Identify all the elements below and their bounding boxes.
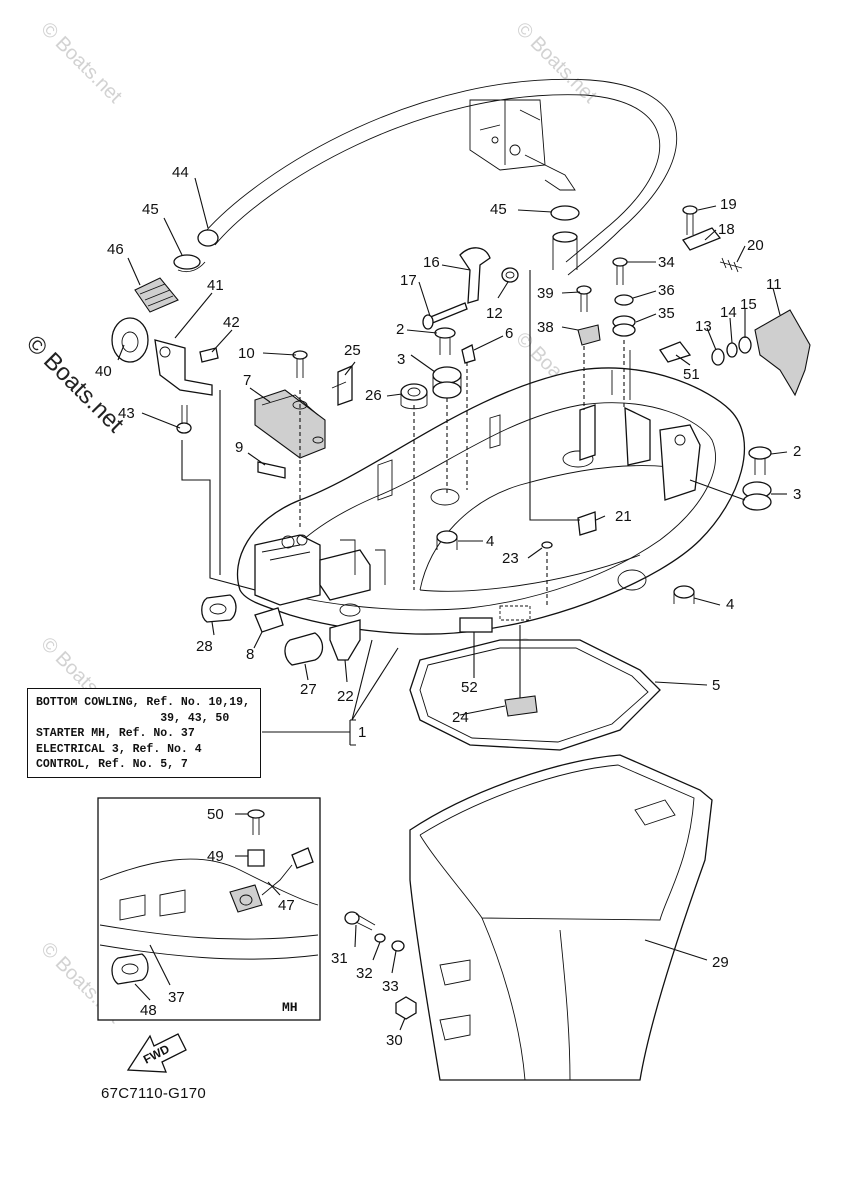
callout-52: 52	[461, 679, 478, 696]
callout-35: 35	[658, 305, 675, 322]
callout-22: 22	[337, 688, 354, 705]
callout-38: 38	[537, 319, 554, 336]
callout-47: 47	[278, 897, 295, 914]
inset-label: MH	[282, 1000, 298, 1015]
parts-top-left	[111, 254, 353, 479]
callout-45b: 45	[490, 201, 507, 218]
bottom-cowling	[236, 350, 746, 635]
inset-mh	[97, 797, 321, 1021]
callout-23: 23	[502, 550, 519, 567]
callout-45: 45	[142, 201, 159, 218]
note-line: CONTROL, Ref. No. 5, 7	[36, 758, 188, 771]
callout-2: 2	[396, 321, 404, 338]
callout-31: 31	[331, 950, 348, 967]
callout-28: 28	[196, 638, 213, 655]
seal-and-pad	[409, 639, 661, 751]
callout-39: 39	[537, 285, 554, 302]
callout-40: 40	[95, 363, 112, 380]
callout-18: 18	[718, 221, 735, 238]
note-line: 39, 43, 50	[36, 711, 230, 725]
fwd-arrow: FWD	[126, 1033, 187, 1073]
callout-36: 36	[658, 282, 675, 299]
callout-17: 17	[400, 272, 417, 289]
note-line: ELECTRICAL 3, Ref. No. 4	[36, 742, 202, 756]
callout-37: 37	[168, 989, 185, 1006]
drawing-code: 67C7110-G170	[101, 1085, 207, 1102]
callout-20: 20	[747, 237, 764, 254]
callout-10: 10	[238, 345, 255, 362]
callout-32: 32	[356, 965, 373, 982]
callout-2b: 2	[793, 443, 801, 460]
callout-25: 25	[344, 342, 361, 359]
callout-24: 24	[452, 709, 469, 726]
callout-33: 33	[382, 978, 399, 995]
callout-46: 46	[107, 241, 124, 258]
parts-lower-left	[201, 594, 361, 666]
callout-48: 48	[140, 1002, 157, 1019]
callout-12: 12	[486, 305, 503, 322]
callout-5: 5	[712, 677, 720, 694]
callout-34: 34	[658, 254, 675, 271]
callout-3: 3	[397, 351, 405, 368]
callout-13: 13	[695, 318, 712, 335]
callout-50: 50	[207, 806, 224, 823]
parts-top-center	[400, 205, 811, 604]
callout-6: 6	[505, 325, 513, 342]
lower-cowling	[409, 754, 713, 1081]
callout-44: 44	[172, 164, 189, 181]
callout-49: 49	[207, 848, 224, 865]
callout-51: 51	[683, 366, 700, 383]
watermark-text: © Boats.net	[36, 18, 126, 108]
callout-21: 21	[615, 508, 632, 525]
callout-30: 30	[386, 1032, 403, 1049]
callout-42: 42	[223, 314, 240, 331]
callout-4b: 4	[726, 596, 734, 613]
callout-9: 9	[235, 439, 243, 456]
callout-29: 29	[712, 954, 729, 971]
callout-3b: 3	[793, 486, 801, 503]
callout-15: 15	[740, 296, 757, 313]
callout-8: 8	[246, 646, 254, 663]
callout-7: 7	[243, 372, 251, 389]
note-line: STARTER MH, Ref. No. 37	[36, 727, 195, 740]
callout-11: 11	[766, 276, 782, 293]
callout-26: 26	[365, 387, 382, 404]
parts-lower-screws	[344, 911, 417, 1020]
leader-lines	[117, 177, 788, 1031]
note-line: BOTTOM COWLING, Ref. No. 10,19,	[36, 696, 250, 709]
hose-loop	[197, 78, 678, 276]
callout-27: 27	[300, 681, 317, 698]
callout-19: 19	[720, 196, 737, 213]
callout-14: 14	[720, 304, 737, 321]
callout-41: 41	[207, 277, 224, 294]
callout-4: 4	[486, 533, 494, 550]
callout-43: 43	[118, 405, 135, 422]
reference-note-box: BOTTOM COWLING, Ref. No. 10,19, 39, 43, …	[27, 688, 261, 778]
callout-labels: 44 45 46 40 41 42 43 10 7 9 25 26 3 2 17…	[95, 164, 801, 1049]
callout-1: 1	[358, 724, 366, 741]
callout-16: 16	[423, 254, 440, 271]
